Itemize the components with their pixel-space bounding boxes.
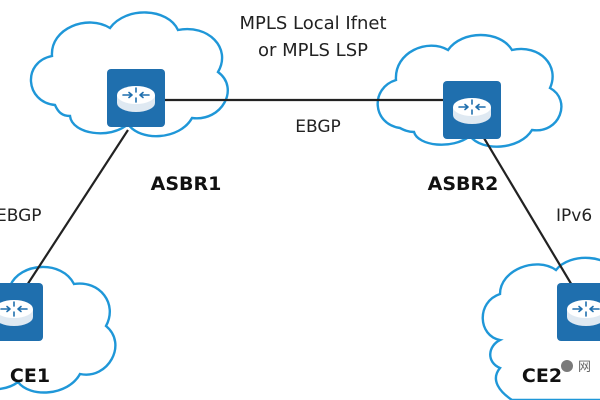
node-label-asbr1: ASBR1 (151, 173, 222, 195)
label-mpls-line2: or MPLS LSP (258, 40, 368, 61)
link-asbr2-ce2 (477, 127, 583, 303)
label-ebgp-asbr: EBGP (295, 117, 341, 137)
label-ebgp-ce1: EBGP (0, 206, 42, 226)
label-mpls-line1: MPLS Local Ifnet (239, 13, 386, 34)
watermark: 网 (561, 359, 591, 374)
router-asbr1-icon (106, 68, 166, 128)
router-ce1-icon (0, 282, 44, 342)
link-ce1-asbr1 (15, 129, 129, 303)
label-ipv6-ce2: IPv6 (556, 206, 592, 226)
watermark-text: 网 (578, 359, 591, 374)
watermark-icon (561, 360, 573, 372)
node-label-ce2: CE2 (522, 365, 562, 387)
node-label-ce1: CE1 (10, 365, 50, 387)
router-asbr2-icon (442, 80, 502, 140)
router-ce2-icon (556, 282, 600, 342)
node-label-asbr2: ASBR2 (428, 173, 499, 195)
